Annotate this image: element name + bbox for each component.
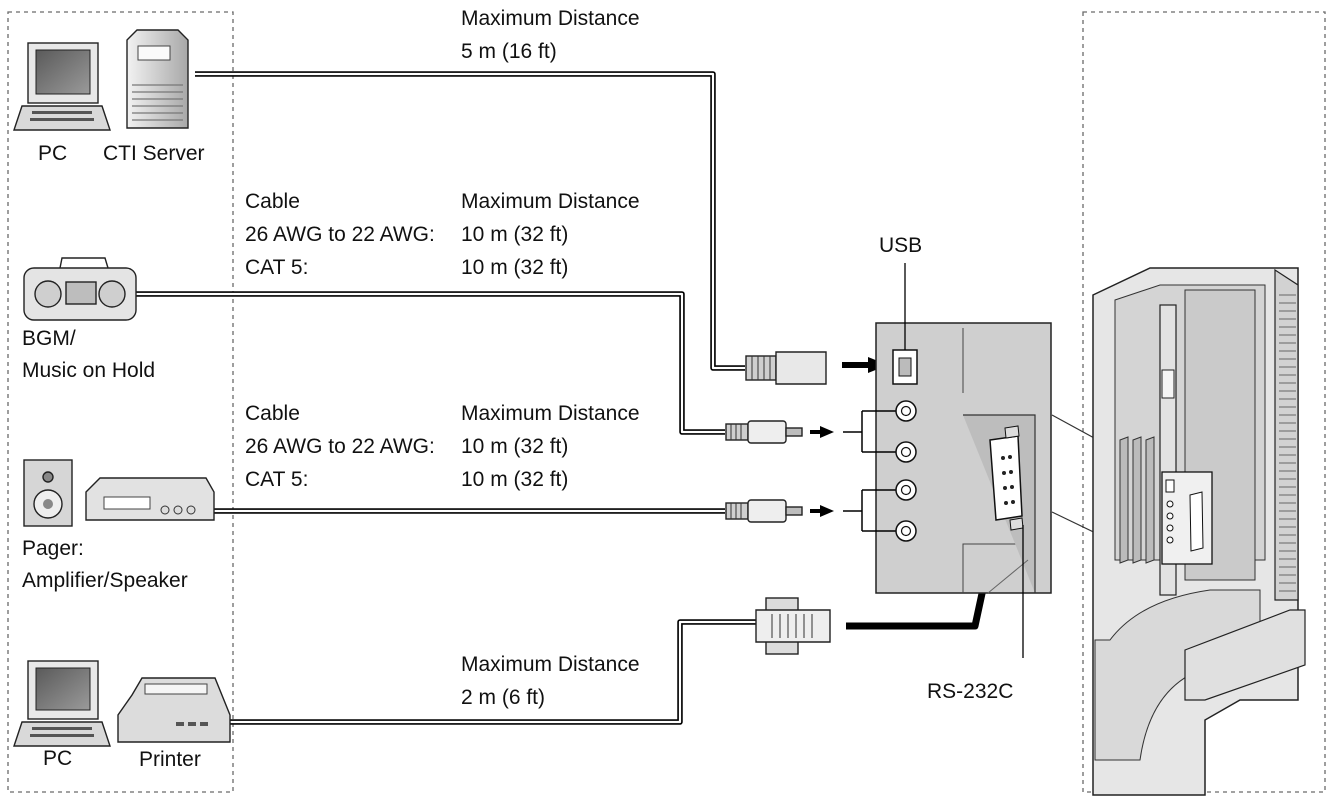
bgm-distance-heading: Maximum Distance — [461, 190, 640, 213]
usb-spec-value: 5 m (16 ft) — [461, 40, 557, 63]
pager-distance-heading: Maximum Distance — [461, 402, 640, 425]
bgm-label-line1: BGM/ — [22, 327, 76, 350]
bgm-row2-cable: CAT 5: — [245, 256, 308, 279]
pager-row2-distance: 10 m (32 ft) — [461, 468, 568, 491]
bgm-cable-heading: Cable — [245, 190, 300, 213]
pc-bottom-label: PC — [43, 747, 72, 770]
rs232-cable — [230, 619, 760, 725]
pager-label-line2: Amplifier/Speaker — [22, 569, 188, 592]
bgm-row1-cable: 26 AWG to 22 AWG: — [245, 223, 435, 246]
pager-row1-distance: 10 m (32 ft) — [461, 435, 568, 458]
db9-plug — [755, 597, 831, 655]
pager-label-line1: Pager: — [22, 537, 84, 560]
pager-cable-heading: Cable — [245, 402, 300, 425]
pager-arrow — [810, 505, 862, 517]
pc-top-label: PC — [38, 142, 67, 165]
pbx-cabinet — [1092, 267, 1306, 796]
bgm-row1-distance: 10 m (32 ft) — [461, 223, 568, 246]
printer-label: Printer — [139, 748, 201, 771]
radio-icon — [23, 257, 137, 321]
peripheral-area-border — [7, 11, 234, 793]
bgm-cable — [135, 291, 725, 435]
bgm-plug — [725, 420, 803, 444]
usb-spec-heading: Maximum Distance — [461, 7, 640, 30]
pager-plug — [725, 499, 803, 523]
usb-cable — [195, 71, 745, 371]
bgm-label-line2: Music on Hold — [22, 359, 155, 382]
pc-bottom-icon — [13, 660, 111, 747]
pbx-area-border — [1082, 11, 1326, 793]
pc-icon — [13, 42, 111, 131]
amplifier-icon — [85, 477, 215, 521]
bgm-row2-distance: 10 m (32 ft) — [461, 256, 568, 279]
pager-row1-cable: 26 AWG to 22 AWG: — [245, 435, 435, 458]
cti-server-label: CTI Server — [103, 142, 205, 165]
audio-jacks — [861, 400, 917, 542]
usb-label: USB — [879, 234, 922, 257]
rs232-spec-value: 2 m (6 ft) — [461, 686, 545, 709]
cti-server-icon — [126, 29, 189, 129]
rs232c-port — [989, 425, 1024, 531]
bgm-arrow — [810, 426, 862, 438]
rs232-spec-heading: Maximum Distance — [461, 653, 640, 676]
rs232c-label: RS-232C — [927, 680, 1013, 703]
printer-icon — [117, 677, 231, 743]
pager-row2-cable: CAT 5: — [245, 468, 308, 491]
speaker-icon — [23, 459, 73, 527]
usb-port — [892, 349, 918, 385]
usb-plug — [745, 351, 827, 385]
